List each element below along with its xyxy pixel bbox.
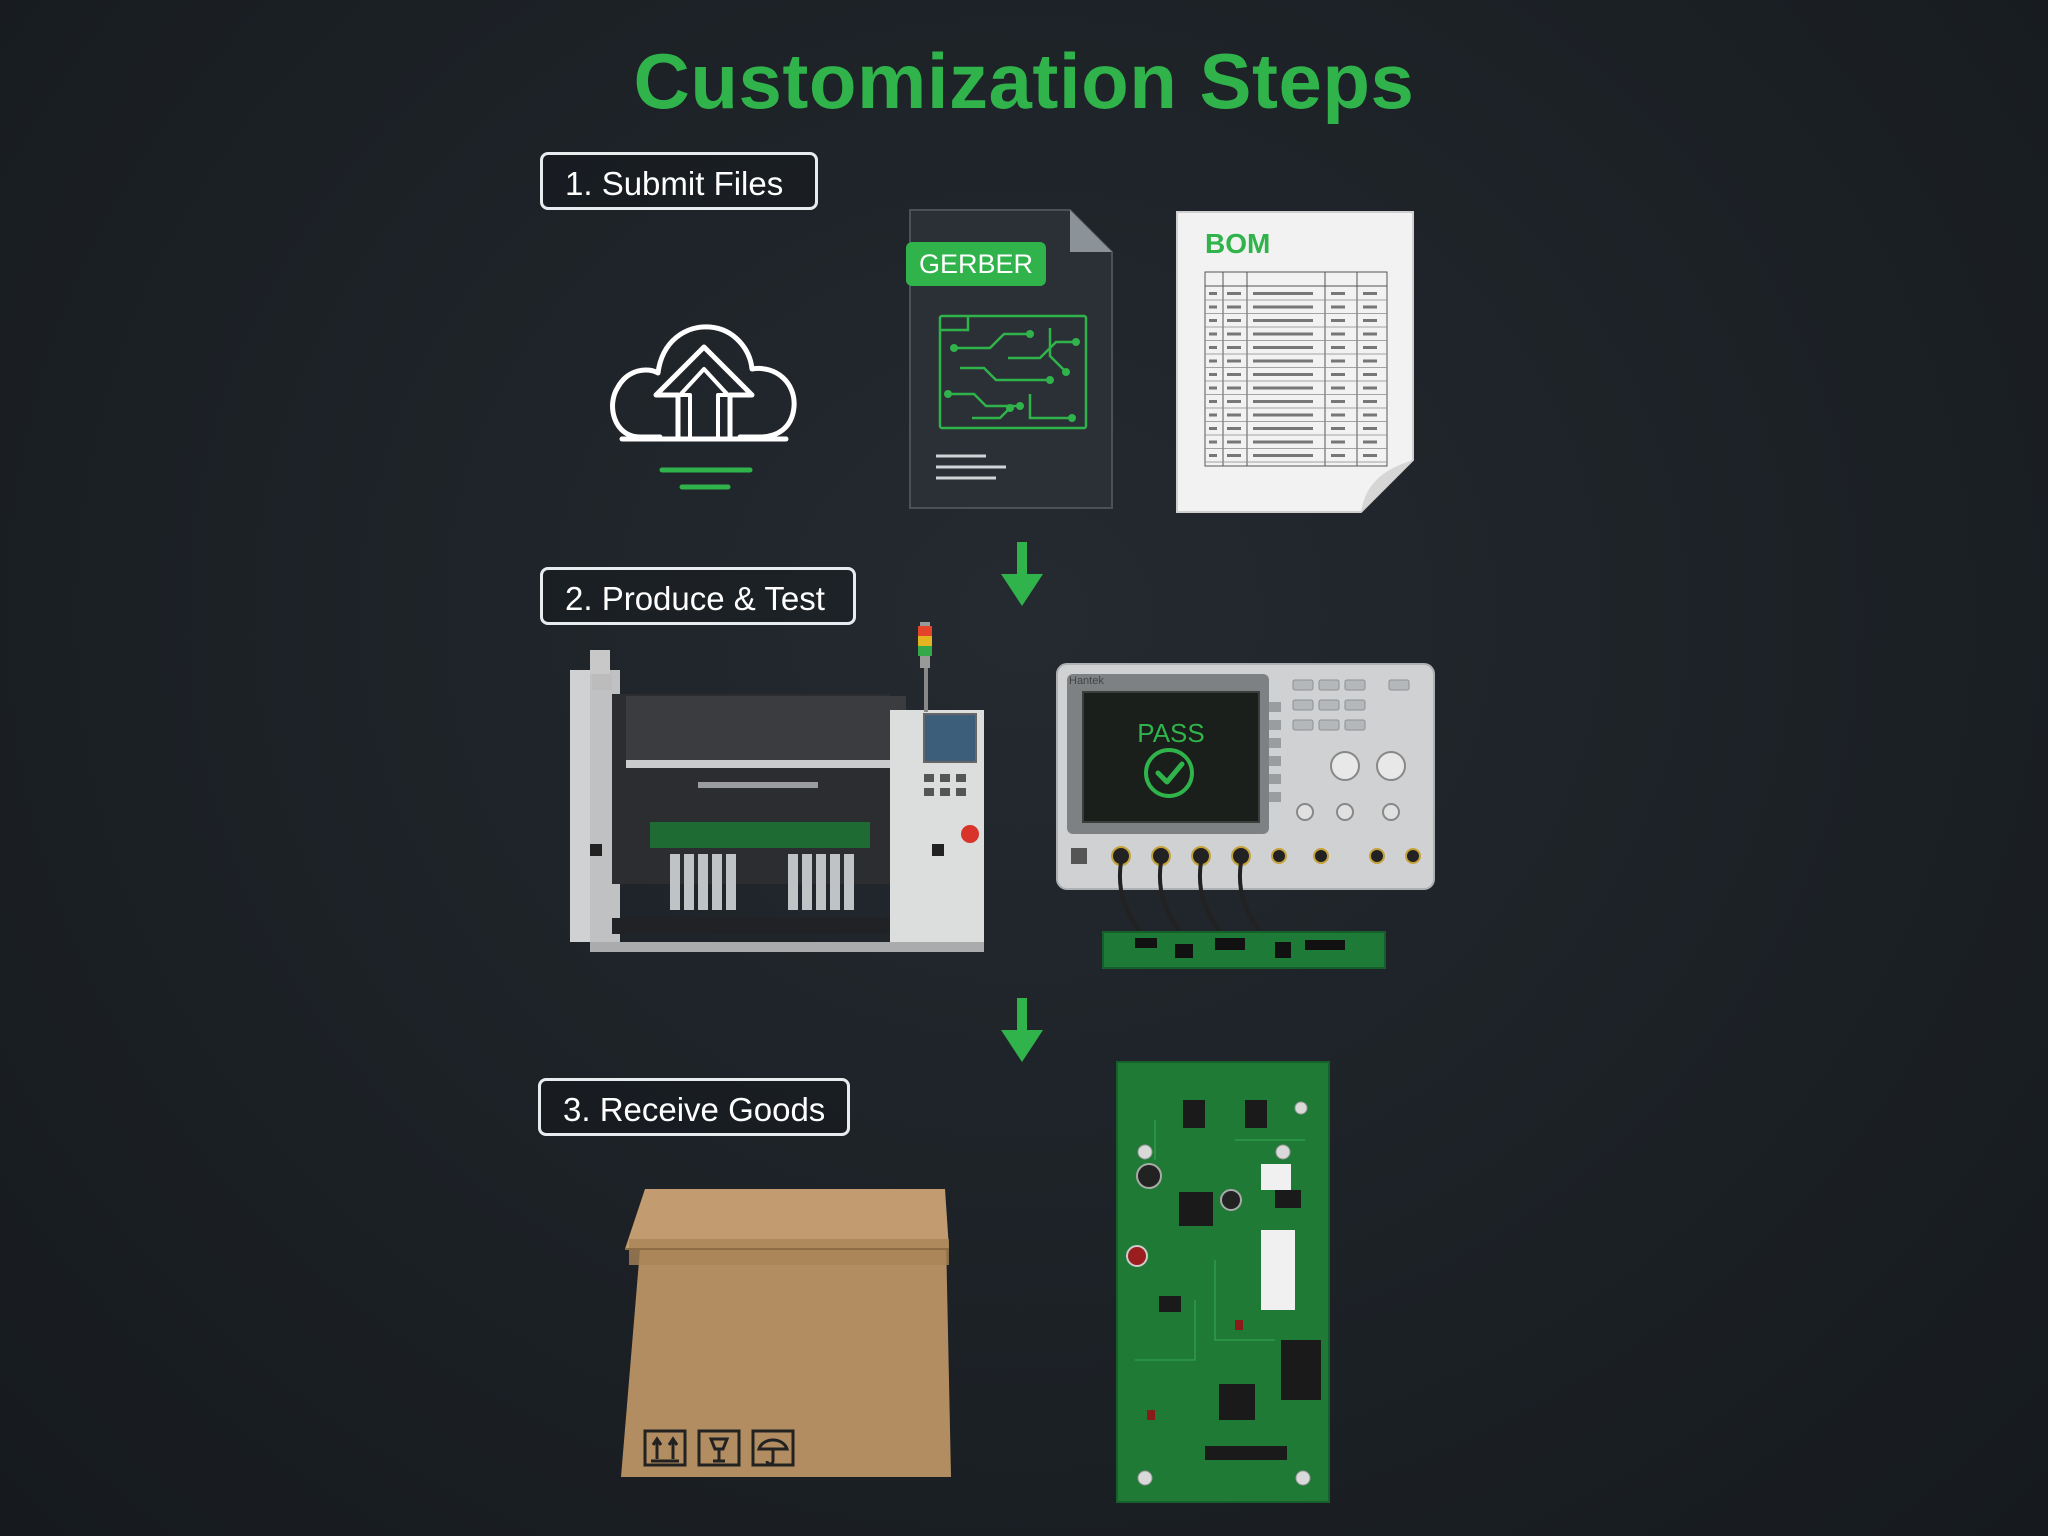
- down-arrow-icon: [1001, 998, 1043, 1062]
- pick-and-place-machine-icon: [570, 622, 984, 952]
- step-2-label: 2. Produce & Test: [540, 567, 856, 625]
- oscilloscope-icon: Hantek PASS: [1056, 663, 1435, 969]
- step-3-label: 3. Receive Goods: [538, 1078, 850, 1136]
- down-arrow-icon: [1001, 542, 1043, 606]
- step-1-label: 1. Submit Files: [540, 152, 818, 210]
- check-circle-icon: [1144, 748, 1194, 798]
- oscilloscope-brand: Hantek: [1069, 675, 1104, 687]
- gerber-file-icon: GERBER: [906, 209, 1113, 509]
- cardboard-box-icon: [621, 1189, 951, 1477]
- bom-label: BOM: [1205, 228, 1270, 259]
- pass-text: PASS: [1137, 718, 1204, 748]
- page-title: Customization Steps: [633, 37, 1415, 125]
- bom-document-icon: BOM: [1176, 211, 1414, 513]
- gerber-label: GERBER: [919, 249, 1033, 279]
- cloud-upload-icon: [610, 324, 797, 490]
- pcb-board-icon: [1116, 1061, 1330, 1503]
